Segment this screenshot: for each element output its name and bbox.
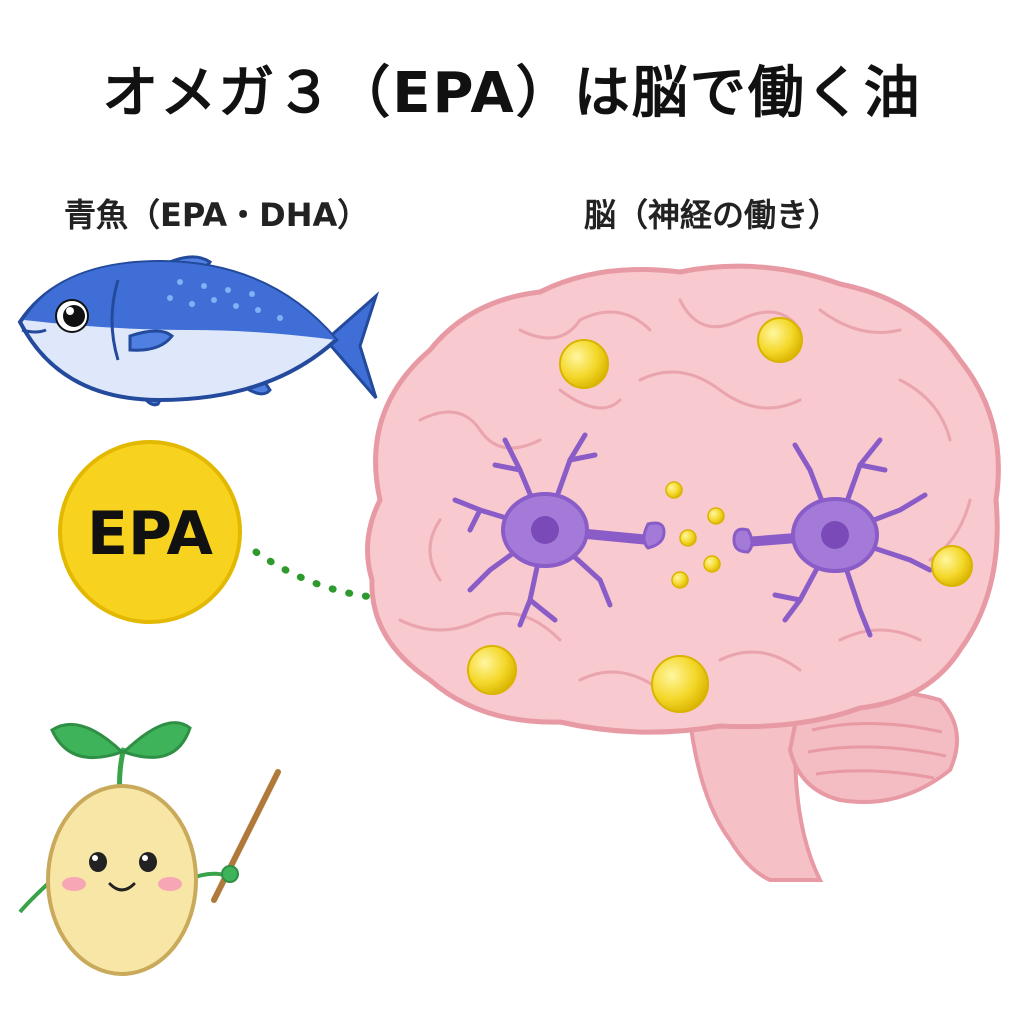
droplet-icon: [467, 317, 973, 713]
epa-badge: EPA: [58, 440, 242, 624]
synapse-particles: [665, 481, 725, 589]
brain-icon: [365, 263, 1001, 882]
epa-badge-text: EPA: [87, 499, 213, 569]
page-title: オメガ３（EPA）は脳で働く油: [102, 61, 922, 126]
brain-label: 脳（神経の働き）: [584, 196, 841, 234]
fish-icon: [17, 255, 380, 407]
fish-label: 青魚（EPA・DHA）: [64, 196, 370, 234]
sprout-mascot-icon: [18, 721, 281, 976]
